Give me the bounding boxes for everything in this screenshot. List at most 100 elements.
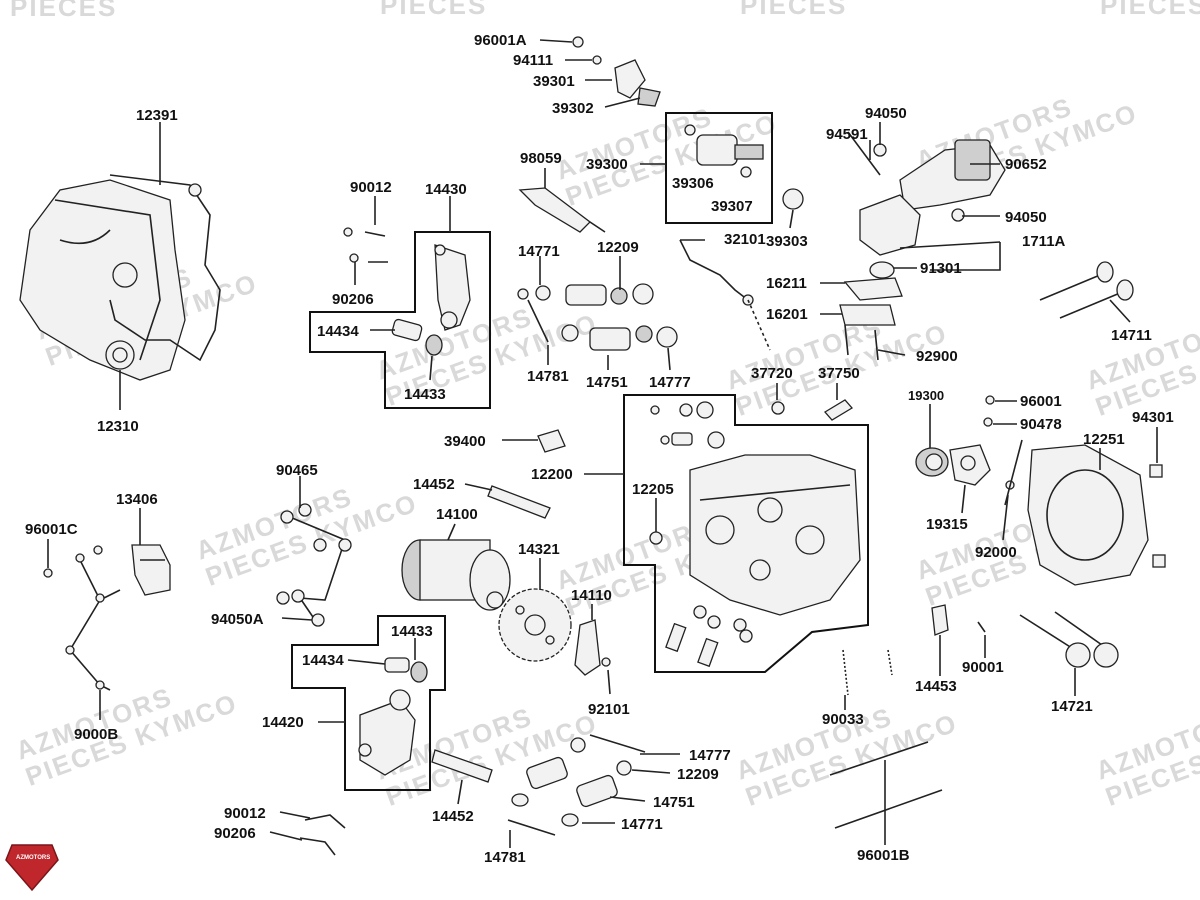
- part-label[interactable]: 14452: [432, 808, 474, 825]
- part-label[interactable]: 91301: [920, 260, 962, 277]
- rocker-bearing-lower[interactable]: [410, 661, 428, 683]
- part-label[interactable]: 90478: [1020, 416, 1062, 433]
- part-label[interactable]: 12310: [97, 418, 139, 435]
- camshaft-pin-14452-lower[interactable]: [431, 749, 493, 783]
- part-label[interactable]: 14420: [262, 714, 304, 731]
- intake-valves[interactable]: [1019, 611, 1119, 668]
- bolt-90001[interactable]: [977, 621, 986, 633]
- dowel-12205[interactable]: [649, 531, 663, 545]
- part-label[interactable]: 14433: [404, 386, 446, 403]
- part-label[interactable]: 39303: [766, 233, 808, 250]
- part-label[interactable]: 98059: [520, 150, 562, 167]
- long-bolts-96001B[interactable]: [829, 741, 943, 829]
- part-label[interactable]: 96001C: [25, 521, 78, 538]
- stud-bolts-92900[interactable]: [844, 324, 879, 361]
- part-label[interactable]: 13406: [116, 491, 158, 508]
- part-label[interactable]: 19300: [908, 388, 944, 403]
- spark-plug[interactable]: [518, 187, 606, 233]
- part-label[interactable]: 94111: [513, 52, 553, 69]
- rocker-arm-lower[interactable]: [358, 689, 416, 776]
- fuel-injector[interactable]: [684, 124, 764, 178]
- part-label[interactable]: 94050A: [211, 611, 264, 628]
- sensor-wire[interactable]: [679, 239, 771, 351]
- part-label[interactable]: 12209: [677, 766, 719, 783]
- part-label[interactable]: 14751: [653, 794, 695, 811]
- adjusting-screw-upper[interactable]: [343, 227, 388, 263]
- sensor-37720[interactable]: [771, 401, 785, 415]
- part-label[interactable]: 14321: [518, 541, 560, 558]
- part-label[interactable]: 1711A: [1022, 233, 1066, 250]
- adjusting-screw-lower[interactable]: [299, 814, 346, 856]
- chain-guide-link[interactable]: [276, 503, 352, 627]
- part-label[interactable]: 14751: [586, 374, 628, 391]
- sensor-37750[interactable]: [823, 399, 854, 421]
- intake-manifold[interactable]: [847, 131, 965, 256]
- part-label[interactable]: 14781: [527, 368, 569, 385]
- part-label[interactable]: 90012: [350, 179, 392, 196]
- cylinder-head-gasket[interactable]: [1004, 439, 1149, 586]
- thermostat-cover-19315[interactable]: [949, 444, 991, 486]
- insulator-16201[interactable]: [839, 304, 896, 326]
- part-label[interactable]: 12200: [531, 466, 573, 483]
- part-label[interactable]: 14711: [1111, 327, 1152, 344]
- part-label[interactable]: 12209: [597, 239, 639, 256]
- wire-harness-9000B[interactable]: [43, 545, 121, 691]
- cam-sprocket[interactable]: [498, 588, 572, 662]
- part-label[interactable]: 96001B: [857, 847, 910, 864]
- injector-holder[interactable]: [572, 36, 661, 107]
- o-ring-39303[interactable]: [782, 188, 804, 210]
- part-label[interactable]: 14771: [518, 243, 560, 260]
- cylinder-head[interactable]: [689, 454, 861, 616]
- part-label[interactable]: 90206: [214, 825, 256, 842]
- part-label[interactable]: 92900: [916, 348, 958, 365]
- part-label[interactable]: 14781: [484, 849, 526, 866]
- part-label[interactable]: 94050: [865, 105, 907, 122]
- part-label[interactable]: 9000B: [74, 726, 118, 743]
- part-label[interactable]: 94591: [826, 126, 868, 143]
- bracket-13406[interactable]: [131, 544, 171, 596]
- part-label[interactable]: 92000: [975, 544, 1017, 561]
- thermostat-19300[interactable]: [915, 447, 949, 477]
- part-label[interactable]: 90206: [332, 291, 374, 308]
- rocker-shaft-lower[interactable]: [384, 657, 410, 673]
- part-label[interactable]: 37750: [818, 365, 860, 382]
- valve-springs-lower[interactable]: [507, 734, 646, 836]
- studs-90033[interactable]: [842, 649, 893, 696]
- part-label[interactable]: 90001: [962, 659, 1004, 676]
- camshaft[interactable]: [401, 539, 511, 611]
- valve-springs-upper[interactable]: [517, 283, 678, 351]
- part-label[interactable]: 12251: [1083, 431, 1125, 448]
- rocker-shaft-upper[interactable]: [391, 318, 423, 342]
- part-label[interactable]: 14430: [425, 181, 467, 198]
- part-label[interactable]: 14434: [302, 652, 344, 669]
- part-label[interactable]: 92101: [588, 701, 630, 718]
- part-label[interactable]: 90012: [224, 805, 266, 822]
- bolt-96001[interactable]: [985, 395, 995, 405]
- intake-gasket-91301[interactable]: [869, 261, 895, 279]
- part-label[interactable]: 14453: [915, 678, 957, 695]
- part-label[interactable]: 39301: [533, 73, 575, 90]
- valve-guides-lower[interactable]: [665, 605, 753, 668]
- part-label[interactable]: 14434: [317, 323, 359, 340]
- part-label[interactable]: 39302: [552, 100, 594, 117]
- part-label[interactable]: 12391: [136, 107, 178, 124]
- part-label[interactable]: 19315: [926, 516, 968, 533]
- part-label[interactable]: 14100: [436, 506, 478, 523]
- part-label[interactable]: 14433: [391, 623, 433, 640]
- throttle-body[interactable]: [899, 139, 1006, 211]
- camshaft-pin-14452-upper[interactable]: [487, 485, 551, 519]
- part-label[interactable]: 39306: [672, 175, 714, 192]
- insulator-16211[interactable]: [843, 277, 903, 301]
- part-label[interactable]: 39400: [444, 433, 486, 450]
- part-label[interactable]: 14777: [689, 747, 731, 764]
- rocker-bearing-upper[interactable]: [425, 334, 443, 356]
- part-label[interactable]: 14452: [413, 476, 455, 493]
- part-label[interactable]: 94050: [1005, 209, 1047, 226]
- part-label[interactable]: 14771: [621, 816, 663, 833]
- dowel-94301[interactable]: [1149, 464, 1166, 568]
- part-label[interactable]: 12205: [632, 481, 674, 498]
- chain-tensioner[interactable]: [574, 619, 611, 676]
- part-label[interactable]: 14110: [571, 587, 612, 604]
- part-label[interactable]: 16211: [766, 275, 807, 292]
- rocker-arm-upper[interactable]: [434, 244, 471, 331]
